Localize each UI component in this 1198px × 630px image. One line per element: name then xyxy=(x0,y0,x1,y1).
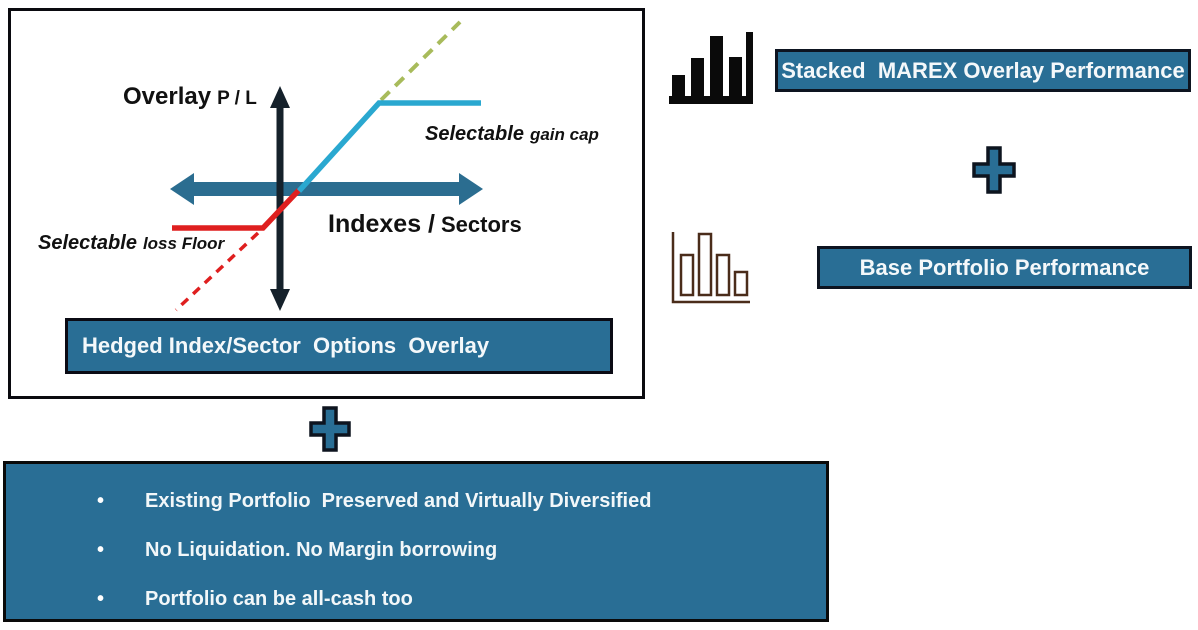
gain-cap-label-sub: gain cap xyxy=(529,125,599,144)
list-item: • No Liquidation. No Margin borrowing xyxy=(6,526,826,575)
y-axis-label: Overlay P / L xyxy=(123,85,257,109)
y-axis-label-sub: P / L xyxy=(217,88,257,109)
bullet-icon: • xyxy=(97,490,105,512)
x-axis-label-main: Indexes / xyxy=(328,210,435,238)
x-axis-label-sub: Sectors xyxy=(441,212,522,237)
hedged-overlay-banner: Hedged Index/Sector Options Overlay xyxy=(65,318,613,374)
x-axis-arrow xyxy=(170,173,483,205)
list-item: • Existing Portfolio Preserved and Virtu… xyxy=(6,477,826,526)
loss-floor-label: Selectable loss Floor xyxy=(38,233,224,253)
y-axis-arrow xyxy=(270,86,290,311)
bullet-text: No Liquidation. No Margin borrowing xyxy=(145,539,498,561)
payoff-diagram-box: Overlay P / L Selectable gain cap Select… xyxy=(8,8,645,399)
plus-icon-shape xyxy=(972,146,1016,194)
bullet-icon: • xyxy=(97,539,105,561)
list-item: • Portfolio can be all-cash too xyxy=(6,575,826,624)
plus-icon xyxy=(309,406,351,457)
stacked-overlay-banner: Stacked MAREX Overlay Performance xyxy=(775,49,1191,92)
bullet-text: Existing Portfolio Preserved and Virtual… xyxy=(145,490,652,512)
hedged-overlay-banner-label: Hedged Index/Sector Options Overlay xyxy=(82,333,490,358)
x-axis-label: Indexes / Sectors xyxy=(328,212,522,237)
plus-icon xyxy=(972,146,1016,199)
loss-floor-label-sub: loss Floor xyxy=(142,234,225,253)
benefits-box: • Existing Portfolio Preserved and Virtu… xyxy=(3,461,829,622)
uncapped-gain-dashed-line xyxy=(379,20,462,102)
bullet-icon: • xyxy=(97,588,105,610)
unfloored-loss-dashed-line xyxy=(174,231,260,312)
stacked-bar-chart-icon xyxy=(666,28,758,113)
base-portfolio-banner: Base Portfolio Performance xyxy=(817,246,1192,289)
base-portfolio-banner-label: Base Portfolio Performance xyxy=(859,254,1150,280)
bullet-text: Portfolio can be all-cash too xyxy=(145,588,413,610)
gain-cap-label: Selectable gain cap xyxy=(425,124,599,144)
payoff-diagram xyxy=(170,20,483,312)
gain-cap-label-main: Selectable xyxy=(425,123,524,145)
stacked-overlay-banner-label: Stacked MAREX Overlay Performance xyxy=(781,57,1185,83)
loss-floor-line xyxy=(172,188,301,231)
loss-floor-label-main: Selectable xyxy=(38,232,137,254)
y-axis-label-main: Overlay xyxy=(123,83,212,110)
outlined-bar-chart-icon xyxy=(662,227,754,314)
gain-cap-line xyxy=(296,100,481,193)
plus-icon-shape xyxy=(309,406,351,452)
